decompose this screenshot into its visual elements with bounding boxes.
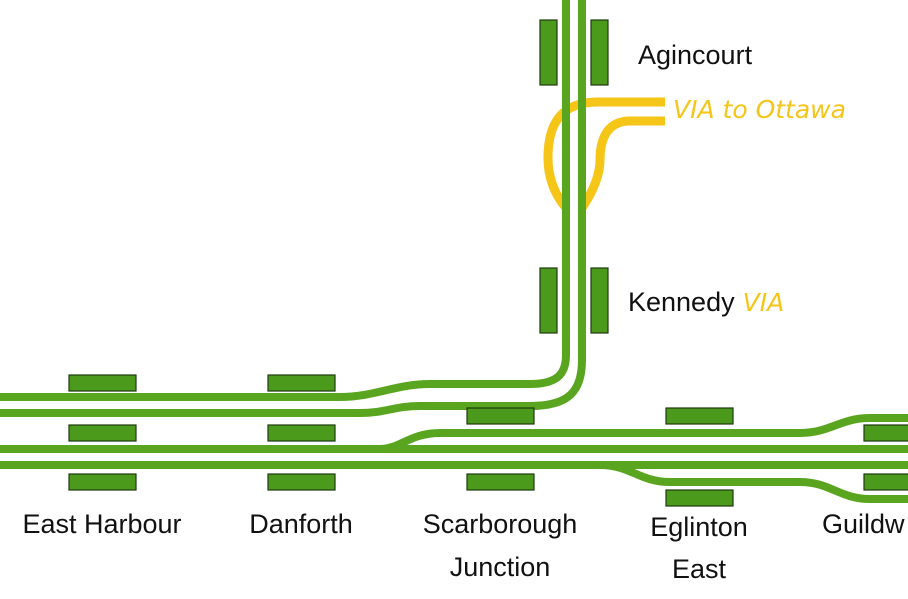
- east-harbour-platform-2: [68, 424, 137, 442]
- agincourt-label: Agincourt: [638, 40, 753, 70]
- danforth-platform-2: [267, 424, 336, 442]
- guildwood-label: Guildw: [822, 509, 905, 539]
- kennedy-name: Kennedy: [628, 287, 735, 317]
- kennedy-label: Kennedy VIA: [628, 287, 784, 317]
- station-labels: Agincourt VIA to Ottawa Kennedy VIA East …: [22, 40, 905, 584]
- danforth-label: Danforth: [249, 509, 353, 539]
- via-to-ottawa-label: VIA to Ottawa: [673, 95, 846, 124]
- stouffville-track-west: [0, 0, 570, 401]
- eglinton-platform-1: [665, 407, 734, 425]
- scarborough-platform-1: [466, 407, 535, 425]
- kennedy-via-label: VIA: [743, 288, 785, 317]
- eglinton-label-line2: East: [672, 554, 727, 584]
- agincourt-platform-east: [590, 19, 609, 86]
- scarborough-label-line2: Junction: [450, 552, 551, 582]
- danforth-platform-1: [267, 374, 336, 392]
- eglinton-label-line1: Eglinton: [650, 512, 748, 542]
- guildwood-platform-2: [863, 473, 908, 491]
- kennedy-platform-east: [590, 267, 609, 334]
- platforms: [68, 19, 908, 507]
- guildwood-platform-1: [863, 424, 908, 442]
- east-harbour-platform-1: [68, 374, 137, 392]
- east-harbour-label: East Harbour: [22, 509, 181, 539]
- east-harbour-platform-3: [68, 473, 137, 491]
- stouffville-track-east: [0, 0, 586, 417]
- upper-express-track: [379, 414, 908, 453]
- lower-express-track: [599, 461, 908, 503]
- kennedy-platform-west: [539, 267, 558, 334]
- agincourt-platform-west: [539, 19, 558, 86]
- danforth-platform-3: [267, 473, 336, 491]
- scarborough-label-line1: Scarborough: [423, 509, 578, 539]
- eglinton-platform-2: [665, 489, 734, 507]
- green-tracks: [0, 0, 908, 503]
- scarborough-platform-2: [466, 473, 535, 491]
- via-track-lower: [578, 116, 665, 211]
